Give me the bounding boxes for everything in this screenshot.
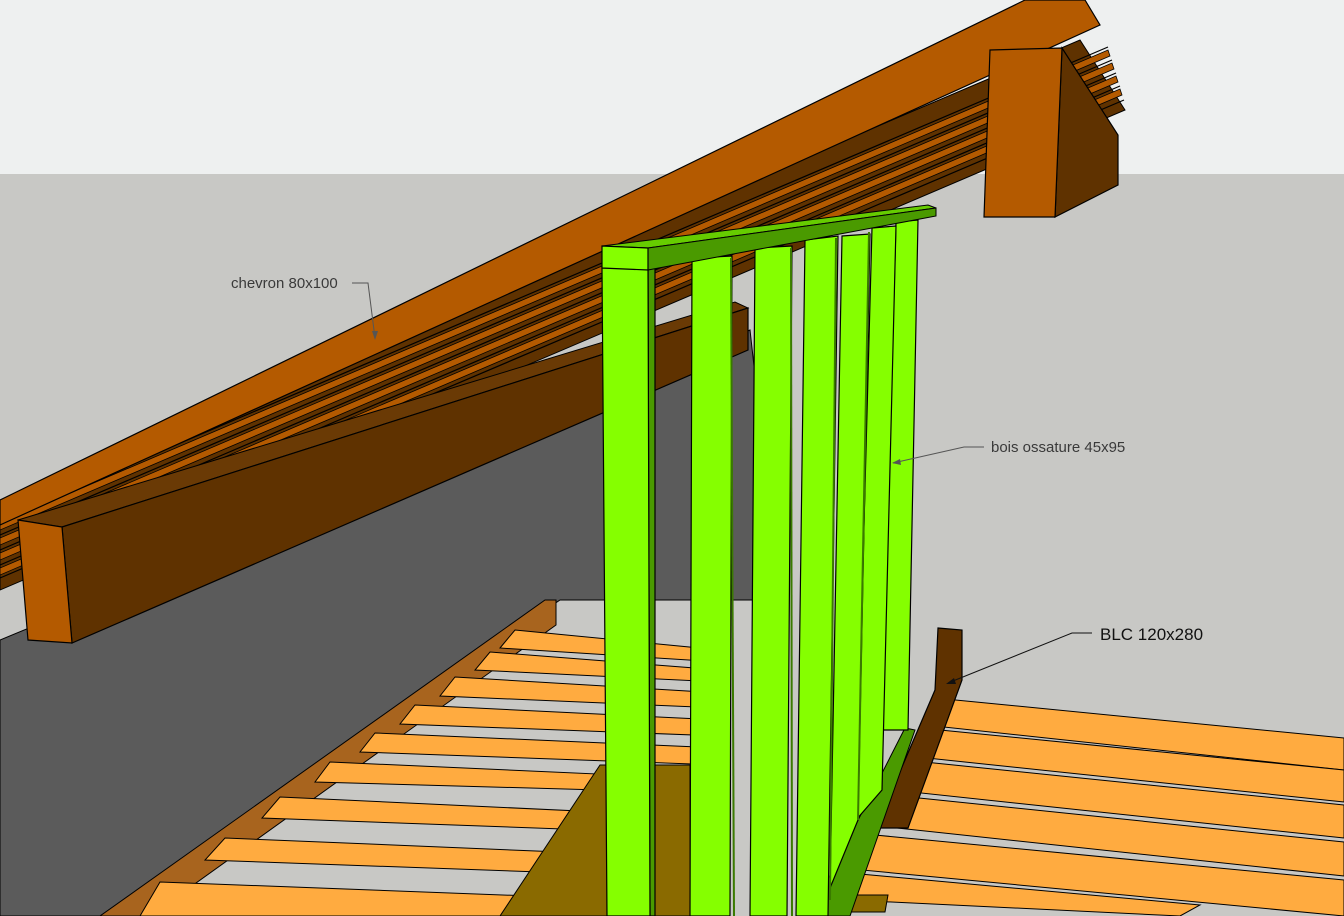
- stud-3: [795, 235, 839, 916]
- floor-joists-right: [849, 697, 1344, 916]
- blc-annotation: BLC 120x280: [1100, 625, 1204, 644]
- stud-shadow-edges: [730, 231, 870, 916]
- leader-ossature: [892, 446, 984, 464]
- leader-chevron: [352, 282, 376, 339]
- ridge-block-front: [983, 47, 1063, 218]
- purlin-beam-end: [17, 519, 73, 644]
- leader-chevron-arrow: [372, 331, 378, 340]
- trimmer-beam-left: [99, 599, 557, 916]
- ossature-annotation: bois ossature 45x95: [991, 439, 1126, 456]
- sky-background: [0, 0, 1344, 174]
- chevron-rafter-bands: [0, 49, 1123, 576]
- leader-blc: [947, 632, 1092, 684]
- annotation-leaders: [352, 282, 1092, 684]
- chevron-rafter-front: [0, 0, 1101, 526]
- chevron-annotation: chevron 80x100: [231, 275, 338, 292]
- leader-ossature-arrow: [892, 459, 901, 465]
- ossature-studs: [601, 219, 919, 916]
- frame-top-plate-end: [601, 245, 649, 271]
- stud-2: [749, 245, 793, 916]
- blc-beam: [879, 627, 963, 829]
- leader-blc-arrow: [946, 678, 956, 684]
- stud-1: [689, 255, 733, 916]
- stud-0: [601, 267, 651, 916]
- floor-plane: [0, 329, 781, 916]
